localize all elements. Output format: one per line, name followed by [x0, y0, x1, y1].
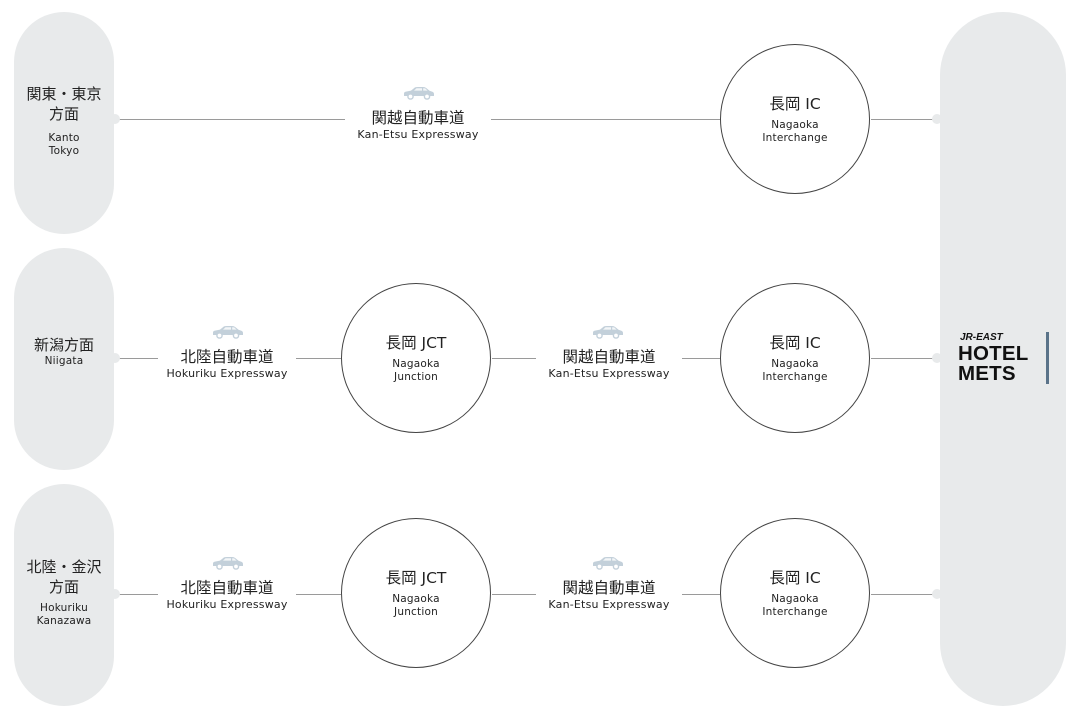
- logo-accent-bar: [1046, 332, 1049, 384]
- node-en-line: Junction: [394, 371, 438, 383]
- road-label-hokuriku: 北陸自動車道 Hokuriku Expressway: [158, 348, 296, 380]
- node-nagaoka-jct: 長岡 JCT Nagaoka Junction: [341, 518, 491, 668]
- node-jp-label: 長岡 IC: [769, 569, 821, 587]
- origin-jp-line: 方面: [48, 105, 79, 123]
- node-en-line: Nagaoka: [392, 593, 440, 605]
- road-jp-label: 関越自動車道: [562, 348, 656, 366]
- origin-en-line: Kanto: [48, 132, 80, 144]
- node-en-line: Interchange: [762, 132, 828, 144]
- connector-dot: [110, 114, 120, 124]
- node-en-line: Nagaoka: [392, 358, 440, 370]
- origin-en-line: Niigata: [44, 355, 84, 367]
- connector-dot: [932, 353, 942, 363]
- road-jp-label: 関越自動車道: [562, 579, 656, 597]
- connector-dot: [932, 114, 942, 124]
- road-jp-label: 北陸自動車道: [180, 579, 274, 597]
- node-nagaoka-jct: 長岡 JCT Nagaoka Junction: [341, 283, 491, 433]
- origin-jp-line: 北陸・金沢: [26, 558, 102, 576]
- node-nagaoka-ic: 長岡 IC Nagaoka Interchange: [720, 283, 870, 433]
- logo-mets: METS: [958, 362, 1016, 385]
- origin-jp-line: 方面: [48, 578, 79, 596]
- car-icon: [213, 326, 243, 339]
- car-icon: [404, 87, 434, 100]
- hotel-destination: [940, 12, 1066, 706]
- origin-jp-line: 新潟方面: [33, 336, 94, 354]
- node-nagaoka-ic: 長岡 IC Nagaoka Interchange: [720, 44, 870, 194]
- road-jp-label: 北陸自動車道: [180, 348, 274, 366]
- road-en-label: Hokuriku Expressway: [166, 598, 288, 611]
- node-jp-label: 長岡 JCT: [385, 569, 447, 587]
- node-en-line: Junction: [394, 606, 438, 618]
- node-en-line: Nagaoka: [771, 358, 819, 370]
- car-icon: [213, 557, 243, 570]
- origin-en-line: Kanazawa: [36, 615, 92, 627]
- origin-niigata: 新潟方面 Niigata: [14, 248, 114, 470]
- road-en-label: Hokuriku Expressway: [166, 367, 288, 380]
- origin-jp-line: 関東・東京: [26, 85, 102, 103]
- car-icon: [593, 557, 623, 570]
- car-icon: [593, 326, 623, 339]
- origin-kanto-tokyo: 関東・東京 方面 Kanto Tokyo: [14, 12, 114, 234]
- node-jp-label: 長岡 IC: [769, 95, 821, 113]
- route-line: [871, 594, 940, 595]
- node-en-line: Interchange: [762, 606, 828, 618]
- road-en-label: Kan-Etsu Expressway: [548, 598, 670, 611]
- node-jp-label: 長岡 JCT: [385, 334, 447, 352]
- origin-en-line: Tokyo: [48, 145, 80, 157]
- road-label-kanetsu: 関越自動車道 Kan-Etsu Expressway: [536, 579, 682, 611]
- route-line: [871, 119, 940, 120]
- road-label-kanetsu: 関越自動車道 Kan-Etsu Expressway: [345, 109, 491, 141]
- connector-dot: [932, 589, 942, 599]
- road-label-kanetsu: 関越自動車道 Kan-Etsu Expressway: [536, 348, 682, 380]
- road-en-label: Kan-Etsu Expressway: [357, 128, 479, 141]
- hotel-mets-logo: JR-EAST HOTEL METS: [958, 332, 1058, 384]
- logo-jr-east: JR-EAST: [960, 332, 1003, 343]
- road-en-label: Kan-Etsu Expressway: [548, 367, 670, 380]
- connector-dot: [110, 353, 120, 363]
- node-en-line: Nagaoka: [771, 119, 819, 131]
- logo-hotel: HOTEL: [958, 342, 1029, 365]
- road-jp-label: 関越自動車道: [371, 109, 465, 127]
- route-line: [871, 358, 940, 359]
- connector-dot: [110, 589, 120, 599]
- node-jp-label: 長岡 IC: [769, 334, 821, 352]
- node-en-line: Nagaoka: [771, 593, 819, 605]
- origin-en-line: Hokuriku: [40, 602, 88, 614]
- node-nagaoka-ic: 長岡 IC Nagaoka Interchange: [720, 518, 870, 668]
- road-label-hokuriku: 北陸自動車道 Hokuriku Expressway: [158, 579, 296, 611]
- origin-hokuriku-kanazawa: 北陸・金沢 方面 Hokuriku Kanazawa: [14, 484, 114, 706]
- node-en-line: Interchange: [762, 371, 828, 383]
